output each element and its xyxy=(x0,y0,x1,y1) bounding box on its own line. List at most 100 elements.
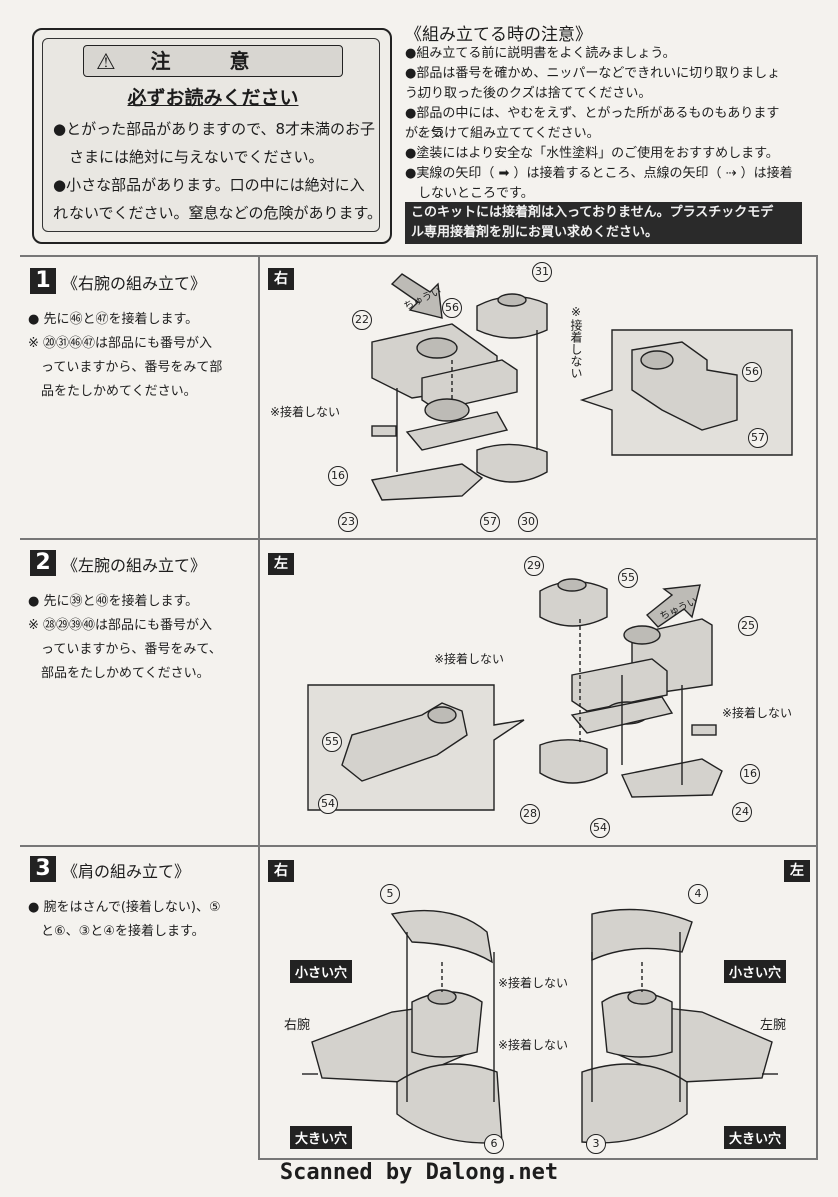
instruction-line: と⑥、③と④を接着します。 xyxy=(28,924,205,939)
step-title: 《肩の組み立て》 xyxy=(62,862,191,881)
part-shape xyxy=(691,724,717,736)
caution-arrow-icon xyxy=(645,584,701,628)
no-glue-label: ※接着しない xyxy=(498,1038,569,1052)
left-arm-label: 左腕 xyxy=(760,1018,787,1033)
left-arm-diagram xyxy=(307,578,723,811)
right-arm-diagram xyxy=(370,273,793,501)
part-number: 29 xyxy=(524,556,544,576)
step-title: 《右腕の組み立て》 xyxy=(62,274,207,293)
instruction-line: ● 先に㊴と㊵を接着します。 xyxy=(28,594,199,609)
part-shape xyxy=(620,758,723,798)
caution-box: ⚠ 注 意 必ずお読みください ●とがった部品がありますので、8才未満のお子 さ… xyxy=(32,28,392,244)
note-line: ●実線の矢印（ ➡ ）は接着するところ、点線の矢印（ ⇢ ）は接着 xyxy=(405,166,793,181)
part-number: 31 xyxy=(532,262,552,282)
part-shape xyxy=(370,463,484,501)
instruction-line: ※ ⑳㉛㊻㊼は部品にも番号が入 xyxy=(28,336,213,351)
column-divider xyxy=(258,255,260,1160)
part-shape xyxy=(623,625,661,645)
instruction-line: っていますから、番号をみて部 xyxy=(28,360,223,375)
caution-line: ●とがった部品がありますので、8才未満のお子 xyxy=(53,120,376,138)
part-shape xyxy=(601,991,673,1058)
note-line: しないところです。 xyxy=(405,186,534,201)
part-number: 3 xyxy=(586,1134,606,1154)
side-tag-left: 左 xyxy=(784,860,810,882)
step-number: 2 xyxy=(30,550,56,576)
instruction-line: ● 先に㊻と㊼を接着します。 xyxy=(28,312,199,327)
part-shape xyxy=(405,411,509,451)
instruction-line: 品をたしかめてください。 xyxy=(28,384,197,399)
big-hole-label-left: 大きい穴 xyxy=(724,1126,787,1149)
part-number: 57 xyxy=(480,512,500,532)
part-number: 16 xyxy=(740,764,760,784)
part-shape xyxy=(371,425,397,437)
part-number: 30 xyxy=(518,512,538,532)
big-hole-label-right: 大きい穴 xyxy=(290,1126,353,1149)
part-number: 24 xyxy=(732,802,752,822)
step-number: 1 xyxy=(30,268,56,294)
part-shape xyxy=(539,739,608,784)
part-shape xyxy=(421,359,518,411)
part-shape xyxy=(476,443,548,483)
note-line: ●組み立てる前に説明書をよく読みましょう。 xyxy=(405,46,676,61)
instruction-line: 部品をたしかめてください。 xyxy=(28,666,210,681)
small-hole-label-right: 小さい穴 xyxy=(290,960,353,983)
part-shape xyxy=(640,350,674,370)
right-arm-label: 右腕 xyxy=(284,1018,311,1033)
section-divider xyxy=(20,255,818,257)
banner-line: ル専用接着剤を別にお買い求めください。 xyxy=(411,225,659,240)
part-number: 55 xyxy=(322,732,342,752)
part-shape xyxy=(427,706,457,724)
caution-subtitle: 必ずお読みください xyxy=(127,87,299,109)
caution-arrow-icon xyxy=(390,273,443,319)
part-shape xyxy=(416,337,458,359)
caution-line: ●小さな部品があります。口の中には絶対に入れ xyxy=(53,176,365,222)
part-number: 56 xyxy=(742,362,762,382)
section-divider xyxy=(258,1158,816,1160)
side-tag-right: 右 xyxy=(268,860,294,882)
notes-title: 《組み立てる時の注意》 xyxy=(405,25,592,45)
part-number: 22 xyxy=(352,310,372,330)
part-shape xyxy=(497,293,527,307)
caution-line: ないでください。窒息などの危険があります。 xyxy=(69,204,383,222)
column-divider xyxy=(816,255,818,1160)
note-line: ●塗装にはより安全な「水性塗料」のご使用をおすすめします。 xyxy=(405,146,779,161)
no-glue-label: ※接着しない xyxy=(722,706,793,720)
part-number: 54 xyxy=(318,794,338,814)
side-tag: 左 xyxy=(268,553,294,575)
caution-title: 注 意 xyxy=(150,49,276,73)
part-number: 4 xyxy=(688,884,708,904)
part-shape xyxy=(571,658,668,712)
part-number: 25 xyxy=(738,616,758,636)
shoulder-diagram xyxy=(302,908,778,1144)
part-number: 28 xyxy=(520,804,540,824)
caution-box-inner: ⚠ 注 意 必ずお読みください ●とがった部品がありますので、8才未満のお子 さ… xyxy=(42,38,382,232)
note-line: 切り取った後のクズは捨ててください。 xyxy=(405,86,652,101)
instruction-line: ● 腕をはさんで(接着しない)、⑤ xyxy=(28,900,221,915)
glue-notice-banner: このキットには接着剤は入っておりません。プラスチックモデ ル専用接着剤を別にお買… xyxy=(405,202,802,244)
part-shape xyxy=(424,398,470,422)
note-line: ●部品は番号を確かめ、ニッパーなどできれいに切り取りましょう。 xyxy=(405,66,781,101)
caution-heading: ⚠ 注 意 xyxy=(83,45,343,77)
part-shape xyxy=(427,989,457,1005)
part-number: 57 xyxy=(748,428,768,448)
section-divider xyxy=(20,538,818,540)
step-instructions: ● 先に㊴と㊵を接着します。 ※ ㉘㉙㊴㊵は部品にも番号が入 っていますから、番… xyxy=(28,590,248,686)
part-number: 6 xyxy=(484,1134,504,1154)
side-tag: 右 xyxy=(268,268,294,290)
instruction-line: っていますから、番号をみて、 xyxy=(28,642,222,657)
no-glue-label: ※接着しない xyxy=(498,976,569,990)
part-shape xyxy=(557,578,587,592)
step-number: 3 xyxy=(30,856,56,882)
part-shape xyxy=(396,1063,503,1144)
note-line: ●部品の中には、やむをえず、とがった所があるものもありますが、気 xyxy=(405,106,780,141)
no-glue-label: ※接着しない xyxy=(270,405,341,419)
section-divider xyxy=(20,845,818,847)
part-number: 56 xyxy=(442,298,462,318)
caution-line: さまには絶対に与えないでください。 xyxy=(69,148,324,166)
banner-line: このキットには接着剤は入っておりません。プラスチックモデ xyxy=(411,205,774,220)
part-number: 16 xyxy=(328,466,348,486)
no-glue-label: ※接着しない xyxy=(569,305,583,379)
part-shape xyxy=(390,909,493,964)
part-shape xyxy=(591,908,693,962)
step-title: 《左腕の組み立て》 xyxy=(62,556,207,575)
